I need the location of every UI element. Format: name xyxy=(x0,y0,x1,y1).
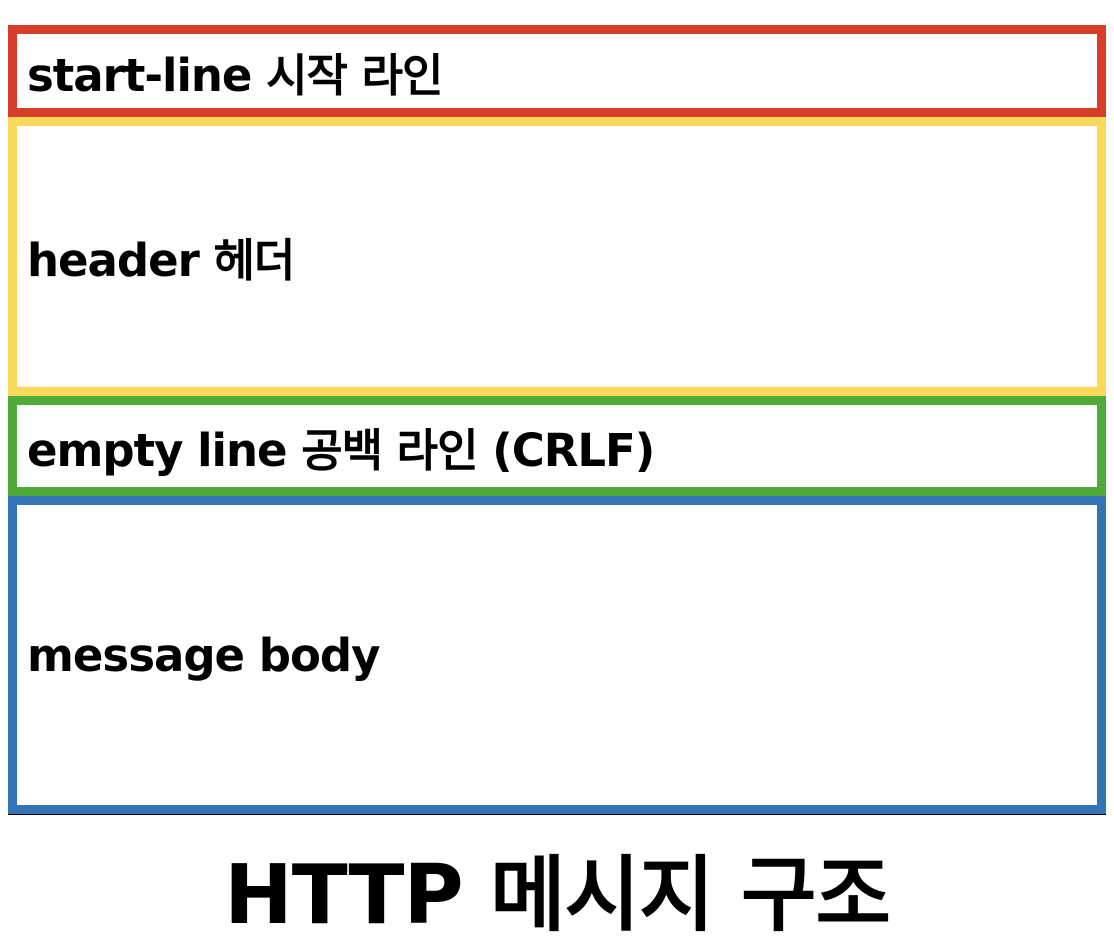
diagram-title: HTTP 메시지 구조 xyxy=(224,848,891,943)
empty-line-label: empty line 공백 라인 (CRLF) xyxy=(27,423,655,477)
header-label: header 헤더 xyxy=(27,234,295,287)
diagram-frame xyxy=(8,0,1106,815)
message-body-box: message body xyxy=(8,496,1106,814)
message-body-label: message body xyxy=(27,628,380,682)
start-line-label: start-line 시작 라인 xyxy=(27,48,443,102)
empty-line-box: empty line 공백 라인 (CRLF) xyxy=(8,396,1106,496)
start-line-box: start-line 시작 라인 xyxy=(8,25,1106,117)
header-box: header 헤더 xyxy=(8,117,1106,396)
